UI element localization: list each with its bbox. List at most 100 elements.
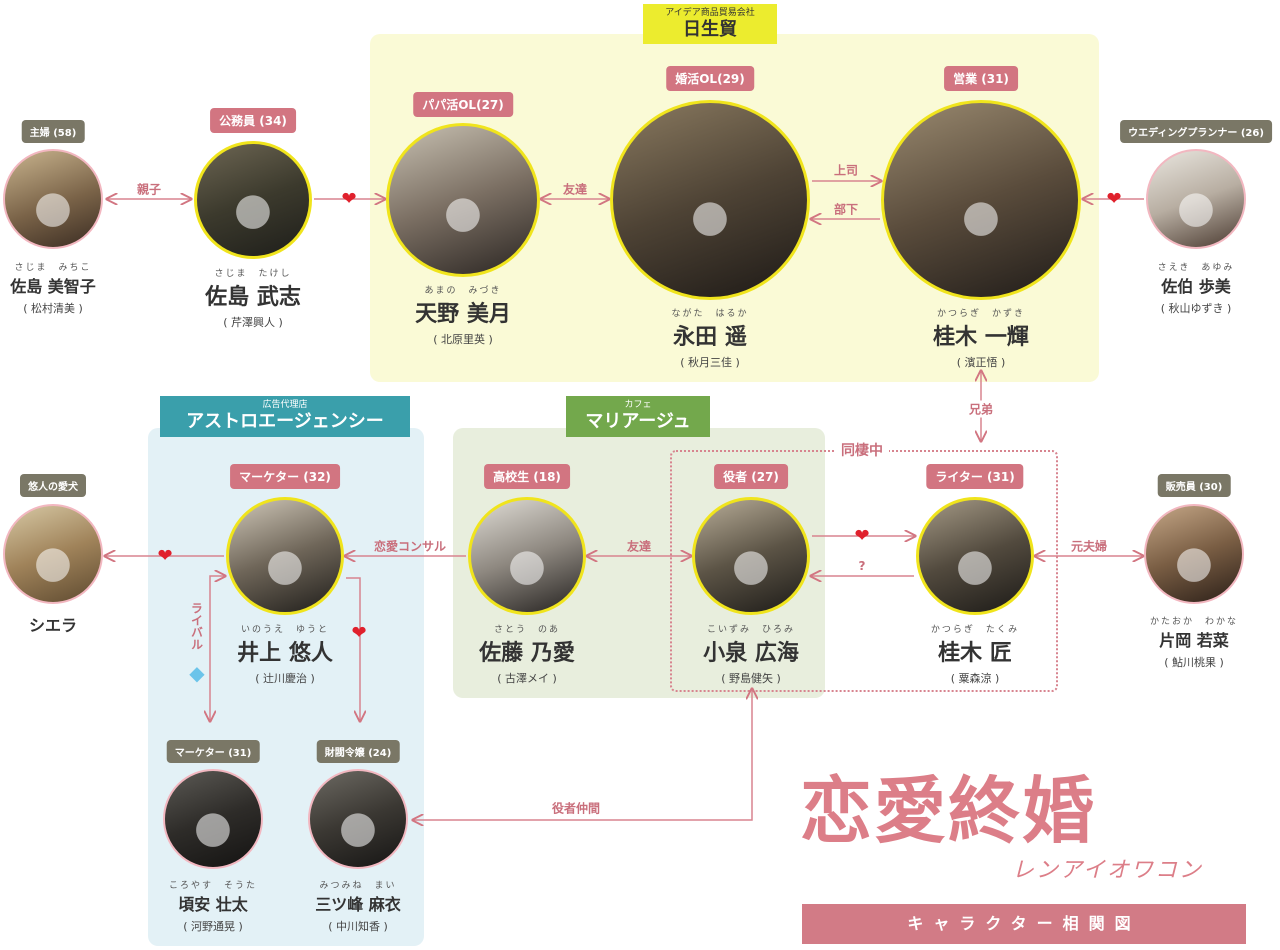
person-icon: ● (690, 190, 730, 242)
actor-name: ( 秋月三佳 ) (680, 356, 740, 369)
line-hiromi-mai (414, 690, 752, 820)
person-icon: ● (265, 539, 305, 591)
name-ruby: あまの みづき (424, 286, 502, 296)
character-name: 佐島 美智子 (10, 277, 96, 296)
heart-icon: ❤ (1106, 188, 1122, 210)
name-ruby: かつらぎ かずき (936, 309, 1026, 319)
character-kazuki: かつらぎ かずき 桂木 一輝 ( 濱正悟 ) (933, 306, 1029, 370)
portrait-wakana[interactable]: ● (1144, 504, 1244, 604)
actor-name: ( 松村清美 ) (23, 302, 83, 315)
org-main: アストロエージェンシー (186, 411, 384, 432)
portrait-souta[interactable]: ● (163, 769, 263, 869)
character-mai: みつみね まい 三ツ峰 麻衣 ( 中川知香 ) (315, 878, 401, 934)
rel-yakusha-nakama: 役者仲間 (551, 801, 601, 816)
portrait-ayumi[interactable]: ● (1146, 149, 1246, 249)
name-ruby: ながた はるか (671, 309, 749, 319)
character-wakana: かたおか わかな 片岡 若菜 ( 鮎川桃果 ) (1150, 614, 1238, 670)
logo-sub: レンアイオワコン (1012, 858, 1203, 883)
actor-name: ( 野島健矢 ) (721, 672, 781, 685)
line-yuto-souta (210, 576, 224, 720)
portrait-shiera[interactable]: ● (3, 504, 103, 604)
rel-rival: ライバル (189, 602, 204, 650)
person-icon: ● (955, 539, 995, 591)
name-ruby: さえき あゆみ (1157, 263, 1235, 273)
diagram-title: キャラクター相関図 (802, 904, 1246, 944)
org-label-cafe: カフェ マリアージュ (566, 396, 710, 437)
role-badge: 主婦 (58) (21, 120, 85, 143)
name-ruby: かつらぎ たくみ (930, 625, 1020, 635)
org-sub: アイデア商品貿易会社 (665, 8, 755, 18)
rel-question: ? (858, 559, 866, 573)
org-main: マリアージュ (585, 411, 691, 432)
rel-renai-consul: 恋愛コンサル (373, 539, 447, 554)
character-mizuki: あまの みづき 天野 美月 ( 北原里英 ) (415, 283, 511, 347)
portrait-noa[interactable]: ● (468, 497, 586, 615)
character-haruka: ながた はるか 永田 遥 ( 秋月三佳 ) (671, 306, 748, 370)
name-ruby: かたおか わかな (1149, 617, 1239, 627)
rel-oyako: 親子 (136, 182, 162, 197)
actor-name: ( 濱正悟 ) (956, 356, 1006, 369)
character-souta: ころやす そうた 頃安 壮太 ( 河野通晃 ) (169, 878, 257, 934)
rel-buka: 部下 (833, 202, 859, 217)
person-icon: ● (1176, 181, 1216, 233)
character-name: 井上 悠人 (237, 641, 333, 666)
actor-name: ( 辻川慶治 ) (255, 672, 315, 685)
gem-icon: ◆ (189, 661, 205, 685)
person-icon: ● (443, 186, 483, 238)
character-hiromi: こいずみ ひろみ 小泉 広海 ( 野島健矢 ) (703, 622, 799, 686)
org-sub: 広告代理店 (262, 400, 308, 410)
name-ruby: さじま たけし (214, 269, 292, 279)
character-name: 天野 美月 (415, 302, 511, 327)
rel-tomodachi-1: 友達 (562, 182, 588, 197)
name-ruby: ころやす そうた (168, 881, 258, 891)
heart-icon: ❤ (341, 188, 357, 210)
line-yuto-mai (346, 577, 360, 720)
rel-kyoudai: 兄弟 (965, 400, 997, 418)
actor-name: ( 河野通晃 ) (183, 920, 243, 933)
person-icon: ● (233, 183, 273, 235)
person-icon: ● (961, 190, 1001, 242)
heart-icon: ❤ (157, 545, 173, 567)
rel-motofuufu: 元夫婦 (1066, 537, 1112, 555)
person-icon: ● (507, 539, 547, 591)
person-icon: ● (1174, 536, 1214, 588)
rel-joushi: 上司 (833, 163, 859, 178)
portrait-michiko[interactable]: ● (3, 149, 103, 249)
character-takeshi: さじま たけし 佐島 武志 ( 芹澤興人 ) (205, 266, 301, 330)
character-name: シエラ (28, 616, 78, 635)
name-ruby: さじま みちこ (14, 263, 92, 273)
name-ruby: みつみね まい (319, 881, 397, 891)
portrait-hiromi[interactable]: ● (692, 497, 810, 615)
role-badge: マーケター (32) (230, 464, 340, 489)
person-icon: ● (33, 181, 73, 233)
portrait-takumi[interactable]: ● (916, 497, 1034, 615)
heart-icon: ❤ (854, 525, 870, 547)
role-badge: 営業 (31) (944, 66, 1018, 91)
portrait-haruka[interactable]: ● (610, 100, 810, 300)
portrait-kazuki[interactable]: ● (881, 100, 1081, 300)
org-sub: カフェ (624, 400, 652, 410)
character-name: 片岡 若菜 (1159, 631, 1229, 650)
portrait-mizuki[interactable]: ● (386, 123, 540, 277)
role-badge: 販売員 (30) (1157, 474, 1231, 497)
character-shiera: シエラ (29, 612, 77, 636)
character-name: 頃安 壮太 (178, 895, 248, 914)
portrait-yuto[interactable]: ● (226, 497, 344, 615)
living-together-label: 同棲中 (835, 440, 889, 460)
person-icon: ● (338, 801, 378, 853)
role-badge: 公務員 (34) (210, 108, 296, 133)
actor-name: ( 芹澤興人 ) (223, 316, 283, 329)
role-badge: 財閥令嬢 (24) (316, 740, 400, 763)
role-badge: ウエディングプランナー (26) (1120, 120, 1272, 143)
org-main: 日生貿 (683, 19, 737, 40)
character-michiko: さじま みちこ 佐島 美智子 ( 松村清美 ) (10, 260, 96, 316)
actor-name: ( 鮎川桃果 ) (1164, 656, 1224, 669)
portrait-mai[interactable]: ● (308, 769, 408, 869)
role-badge: 婚活OL(29) (666, 66, 754, 91)
logo-main: 恋愛終婚 (800, 768, 1097, 853)
dog-icon: ● (33, 536, 73, 588)
name-ruby: いのうえ ゆうと (240, 625, 330, 635)
portrait-takeshi[interactable]: ● (194, 141, 312, 259)
person-icon: ● (193, 801, 233, 853)
heart-icon: ❤ (351, 622, 367, 644)
